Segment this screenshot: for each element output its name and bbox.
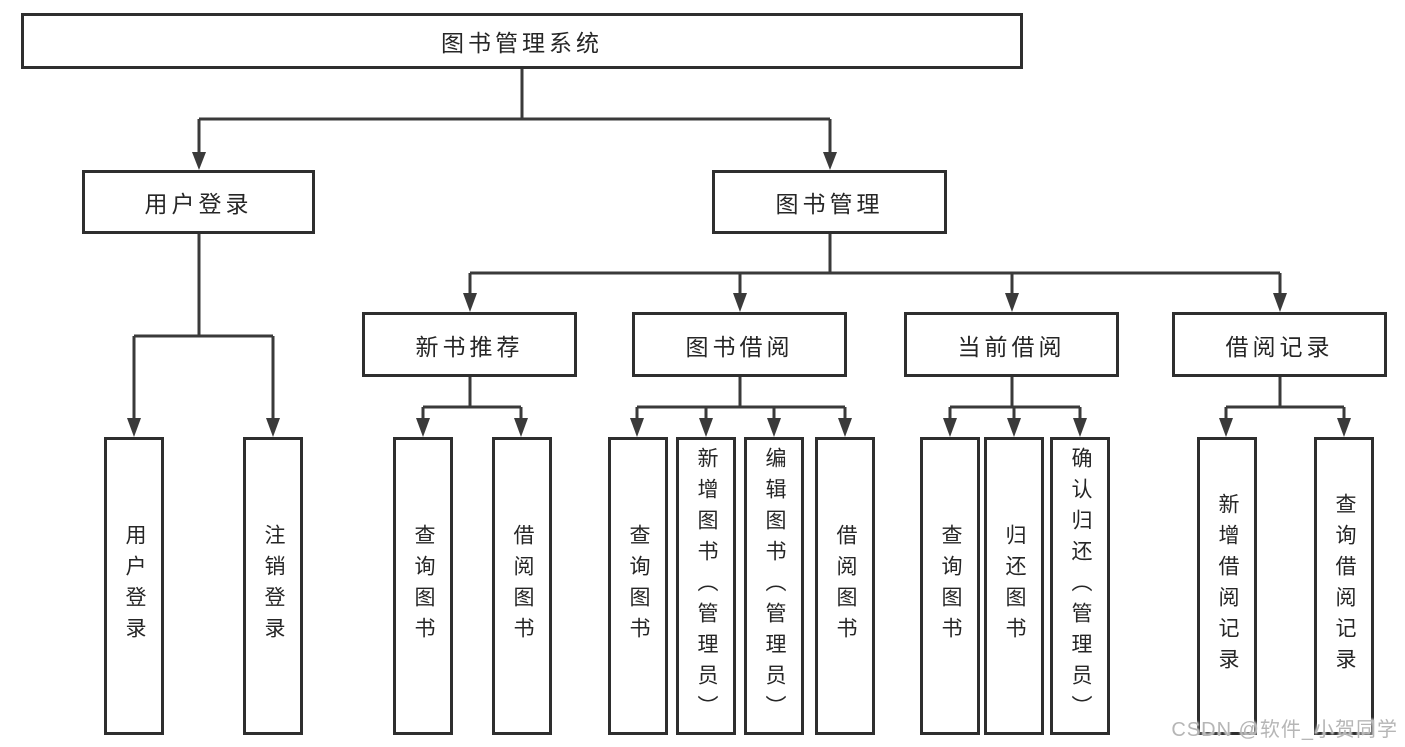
node-book-management: 图书管理	[712, 170, 947, 234]
node-label: 归还图书	[1003, 524, 1026, 648]
watermark: CSDN @软件_小贺同学	[1171, 719, 1398, 741]
connector-borrow-record-to-leaves	[1219, 377, 1351, 437]
connector-book-borrow-to-leaves	[630, 377, 852, 437]
node-label: 新增借阅记录	[1216, 493, 1239, 679]
node-label: 借阅图书	[834, 524, 857, 648]
node-label: 当前借阅	[957, 333, 1066, 360]
node-label: 用户登录	[123, 524, 146, 648]
leaf-newbook-query-books: 查询图书	[393, 437, 453, 735]
leaf-user-login: 用户登录	[104, 437, 164, 735]
leaf-current-confirm-return-admin: 确认归还（管理员）	[1050, 437, 1110, 735]
node-label: 注销登录	[262, 524, 285, 648]
leaf-newbook-borrow-books: 借阅图书	[492, 437, 552, 735]
leaf-borrow-add-books-admin: 新增图书（管理员）	[676, 437, 736, 735]
leaf-borrow-borrow-books: 借阅图书	[815, 437, 875, 735]
node-current-borrowing: 当前借阅	[904, 312, 1119, 377]
node-label: 确认归还（管理员）	[1069, 446, 1092, 726]
node-label: 查询图书	[412, 524, 435, 648]
node-book-borrowing: 图书借阅	[632, 312, 847, 377]
connector-user-login-to-leaves	[127, 234, 280, 437]
node-label: 用户登录	[144, 191, 253, 217]
node-label: 编辑图书（管理员）	[763, 446, 786, 726]
node-label: 图书借阅	[685, 333, 794, 360]
connector-current-borrow-to-leaves	[943, 377, 1087, 437]
node-borrowing-records: 借阅记录	[1172, 312, 1387, 377]
leaf-current-query-books: 查询图书	[920, 437, 980, 735]
connector-new-book-to-leaves	[416, 377, 528, 437]
connector-book-management-to-level3	[463, 234, 1287, 312]
node-new-book-recommend: 新书推荐	[362, 312, 577, 377]
node-label: 借阅图书	[511, 524, 534, 648]
leaf-record-add-borrow-record: 新增借阅记录	[1197, 437, 1257, 735]
node-label: 新增图书（管理员）	[695, 446, 718, 726]
leaf-current-return-books: 归还图书	[984, 437, 1044, 735]
node-user-login: 用户登录	[82, 170, 315, 234]
leaf-borrow-query-books: 查询图书	[608, 437, 668, 735]
leaf-borrow-edit-books-admin: 编辑图书（管理员）	[744, 437, 804, 735]
leaf-logout: 注销登录	[243, 437, 303, 735]
leaf-record-query-borrow-record: 查询借阅记录	[1314, 437, 1374, 735]
node-label: 图书管理	[775, 191, 884, 217]
node-library-management-system: 图书管理系统	[21, 13, 1023, 69]
node-label: 查询图书	[627, 524, 650, 648]
node-label: 查询借阅记录	[1333, 493, 1356, 679]
node-label: 借阅记录	[1225, 333, 1334, 360]
node-label: 新书推荐	[415, 333, 524, 360]
node-label: 查询图书	[939, 524, 962, 648]
connector-root-to-level2	[192, 69, 837, 170]
node-label: 图书管理系统	[441, 30, 603, 56]
